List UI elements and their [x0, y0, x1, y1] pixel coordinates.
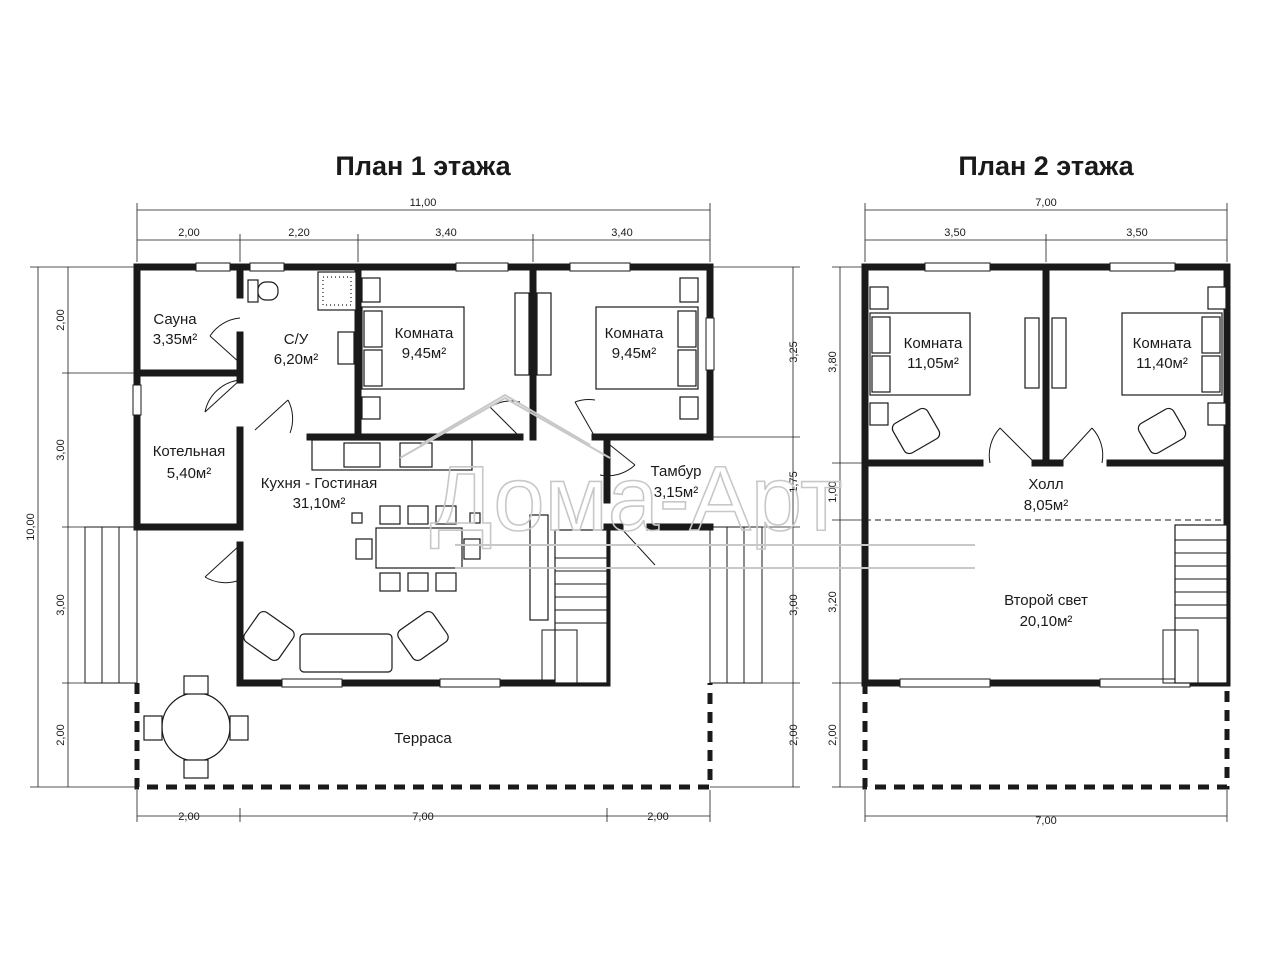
- round-table: [161, 692, 231, 762]
- room-vestibule-name: Тамбур: [651, 463, 702, 480]
- floor2-dim-top-1: 3,50: [944, 227, 965, 239]
- floor2-doors: [988, 427, 1104, 464]
- floor2-armchair-1: [891, 407, 941, 455]
- floor2-stairs: [1162, 524, 1228, 684]
- floor2-dim-left-1: 3,80: [827, 351, 839, 372]
- room-bedroom2-area: 9,45м²: [612, 345, 657, 362]
- floor2-room-bedroom1-name: Комната: [904, 335, 963, 352]
- watermark-text: Дома-Арт: [430, 448, 842, 550]
- floor1-dim-bottom-2: 7,00: [412, 811, 433, 823]
- floor1-dim-bottom-1: 2,00: [178, 811, 199, 823]
- room-bedroom1-area: 9,45м²: [402, 345, 447, 362]
- floor1-dim-top-4: 3,40: [611, 227, 632, 239]
- floor1-room-labels: Сауна 3,35м² С/У 6,20м² Комната 9,45м² К…: [153, 311, 702, 747]
- armchair-2: [397, 610, 449, 662]
- floor1-terrace-outline: [134, 683, 713, 790]
- floor1-dim-left-1: 2,00: [55, 309, 67, 330]
- floor2-dim-left-4: 2,00: [827, 724, 839, 745]
- room-vestibule-area: 3,15м²: [654, 484, 699, 501]
- room-sauna-area: 3,35м²: [153, 331, 198, 348]
- floor1-dim-top-2: 2,20: [288, 227, 309, 239]
- floor2-title: План 2 этажа: [958, 151, 1134, 181]
- floor2-room-bedroom2-area: 11,40м²: [1136, 355, 1188, 372]
- toilet-icon: [247, 279, 259, 303]
- room-boiler-name: Котельная: [153, 443, 226, 460]
- floor2-room-bedroom2-name: Комната: [1133, 335, 1192, 352]
- floor2-dim-left-2: 1,00: [827, 481, 839, 502]
- armchair-1: [243, 610, 295, 662]
- wardrobe-2: [536, 292, 552, 376]
- floor1-right-steps: [709, 526, 763, 684]
- floor2-furniture: [869, 286, 1228, 684]
- floor2-dim-top-total: 7,00: [1035, 197, 1056, 209]
- floor1-windows: [132, 262, 715, 688]
- room-kitchen-living-name: Кухня - Гостиная: [261, 475, 377, 492]
- floor1-dim-top-3: 3,40: [435, 227, 456, 239]
- room-bedroom2-name: Комната: [605, 325, 664, 342]
- floor1-dimensions: 11,00 2,00 2,20 3,40 3,40 10,00 2,00 3,0…: [25, 197, 800, 823]
- floor2-windows: [899, 262, 1191, 688]
- floor1-title: План 1 этажа: [335, 151, 511, 181]
- floor2-room-hall-area: 8,05м²: [1024, 497, 1069, 514]
- room-kitchen-living-area: 31,10м²: [293, 495, 346, 512]
- floor1-dim-right-4: 2,00: [788, 724, 800, 745]
- wardrobe-1: [514, 292, 530, 376]
- floor2-dim-top-2: 3,50: [1126, 227, 1147, 239]
- floor2-armchair-2: [1137, 407, 1187, 455]
- floor1-dim-top-1: 2,00: [178, 227, 199, 239]
- floor2-room-hall-name: Холл: [1028, 476, 1063, 493]
- floor1-stairs: [541, 529, 608, 684]
- floor1-dim-top-total: 11,00: [410, 197, 437, 209]
- room-sauna-name: Сауна: [153, 311, 197, 328]
- floor2-dim-bottom-total: 7,00: [1035, 815, 1056, 827]
- room-bathroom-area: 6,20м²: [274, 351, 319, 368]
- floor2-terrace-outline: [862, 683, 1230, 790]
- floor1-dim-left-total: 10,00: [25, 513, 37, 541]
- room-boiler-area: 5,40м²: [167, 465, 212, 482]
- floor2-room-second-light-area: 20,10м²: [1020, 613, 1073, 630]
- floor1-dim-left-3: 3,00: [55, 594, 67, 615]
- sink-icon: [337, 331, 355, 365]
- room-bedroom1-name: Комната: [395, 325, 454, 342]
- floor1-left-steps: [84, 526, 138, 684]
- floor2-dim-left-3: 3,20: [827, 591, 839, 612]
- floor1-dim-right-2: 1,75: [788, 471, 800, 492]
- floor1-dim-right-1: 3,25: [788, 341, 800, 362]
- kitchen-counter: [311, 439, 473, 471]
- dining-table: [375, 527, 463, 569]
- sofa: [299, 633, 393, 673]
- floor2-room-second-light-name: Второй свет: [1004, 592, 1088, 609]
- floor1-dim-left-4: 2,00: [55, 724, 67, 745]
- floor2-room-bedroom1-area: 11,05м²: [907, 355, 959, 372]
- watermark-logo: Дома-Арт: [399, 393, 975, 569]
- floor2-dimensions: 7,00 3,50 3,50 3,80 1,00 3,20 2,00 7,00: [827, 197, 1228, 827]
- floor1-furniture: [84, 271, 763, 779]
- floor1-dim-left-2: 3,00: [55, 439, 67, 460]
- floor1-dim-right-3: 3,00: [788, 594, 800, 615]
- room-bathroom-name: С/У: [284, 331, 309, 348]
- floor1-dim-bottom-3: 2,00: [647, 811, 668, 823]
- room-terrace-name: Терраса: [394, 730, 452, 747]
- floor2-room-labels: Комната 11,05м² Комната 11,40м² Холл 8,0…: [904, 335, 1192, 630]
